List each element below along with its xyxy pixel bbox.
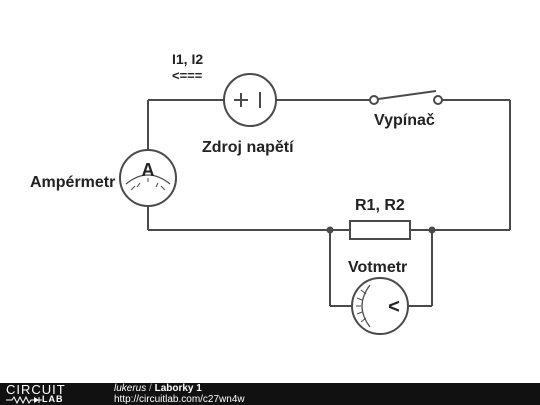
logo-top-text: CIRCUIT — [6, 382, 66, 397]
credit-separator: / — [146, 383, 155, 394]
credit-line: lukerus / Laborky 1 — [114, 384, 202, 394]
logo-bottom-text: LAB — [42, 394, 64, 404]
resistor-wave-icon — [6, 396, 42, 404]
switch-label: Vypínač — [374, 112, 435, 129]
resistor-label: R1, R2 — [355, 197, 405, 214]
voltmeter-symbol — [351, 277, 409, 335]
voltage-source-symbol — [223, 73, 277, 127]
ammeter-symbol — [119, 149, 177, 207]
switch-symbol — [369, 90, 443, 105]
junction-dot-left — [326, 226, 334, 234]
author-link[interactable]: lukerus — [114, 383, 147, 394]
footer-bar: CIRCUIT LAB lukerus / Laborky 1 http://c… — [0, 383, 540, 405]
voltmeter-label: Votmetr — [348, 259, 407, 276]
circuitlab-logo[interactable]: CIRCUIT LAB — [6, 382, 90, 404]
resistor-symbol — [349, 220, 411, 240]
ammeter-label: Ampérmetr — [30, 174, 115, 191]
project-title[interactable]: Laborky 1 — [154, 383, 202, 394]
voltmeter-symbol-glyph: < — [388, 296, 400, 318]
junction-dot-right — [428, 226, 436, 234]
source-label: Zdroj napětí — [202, 139, 294, 156]
project-url[interactable]: http://circuitlab.com/c27wn4w — [114, 394, 245, 405]
current-arrow: <=== — [172, 68, 203, 83]
ammeter-symbol-letter: A — [142, 160, 155, 180]
current-label: I1, I2 — [172, 51, 203, 67]
